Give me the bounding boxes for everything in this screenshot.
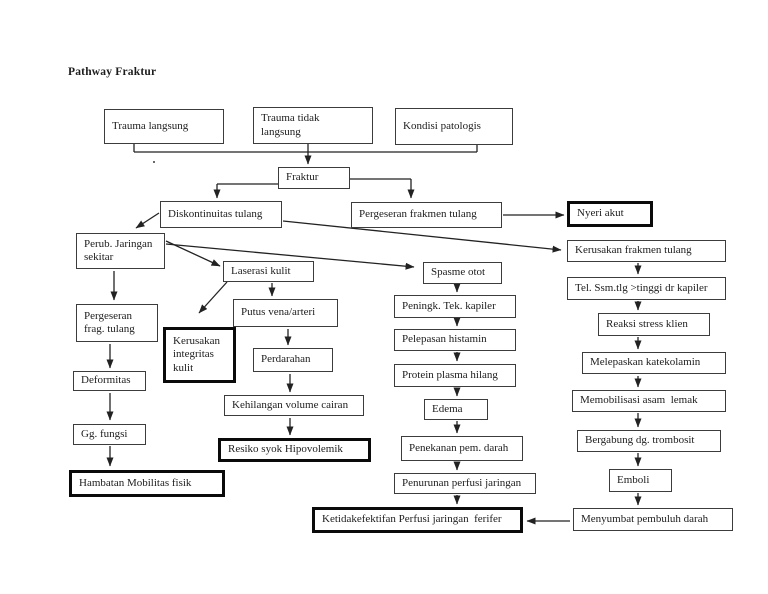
node-putus-vena-arteri: Putus vena/arteri (233, 299, 338, 327)
node-perub-jaringan-sekitar: Perub. Jaringan sekitar (76, 233, 165, 269)
node-bergabung-dg-trombosit: Bergabung dg. trombosit (577, 430, 721, 452)
node-menyumbat-pembuluh-darah: Menyumbat pembuluh darah (573, 508, 733, 531)
edge-laserasi_kulit--kerusakan_integritas_kulit (198, 281, 228, 314)
node-ketidakefektifan-perfusi: Ketidakefektifan Perfusi jaringan ferife… (312, 507, 523, 533)
edge-diskontinuitas_tulang--kerusakan_frakmen_tulang (282, 220, 562, 253)
node-trauma-langsung: Trauma langsung (104, 109, 224, 144)
node-protein-plasma-hilang: Protein plasma hilang (394, 364, 516, 387)
edge-perub_jaringan_sekitar--spasme_otot (165, 243, 415, 270)
node-kondisi-patologis: Kondisi patologis (395, 108, 513, 145)
node-hambatan-mobilitas-fisik: Hambatan Mobilitas fisik (69, 470, 225, 497)
node-perdarahan: Perdarahan (253, 348, 333, 372)
node-fraktur: Fraktur (278, 167, 350, 189)
node-laserasi-kulit: Laserasi kulit (223, 261, 314, 282)
node-deformitas: Deformitas (73, 371, 146, 391)
node-resiko-syok-hipovolemik: Resiko syok Hipovolemik (218, 438, 371, 462)
node-tel-ssm-tlg: Tel. Ssm.tlg >tinggi dr kapiler (567, 277, 726, 300)
node-memobilisasi-asam-lemak: Memobilisasi asam lemak (572, 390, 726, 412)
node-diskontinuitas-tulang: Diskontinuitas tulang (160, 201, 282, 228)
node-trauma-tidak-langsung: Trauma tidak langsung (253, 107, 373, 144)
node-kerusakan-integritas-kulit: Kerusakan integritas kulit (163, 327, 236, 383)
page-title: Pathway Fraktur (68, 66, 157, 78)
node-kehilangan-volume-cairan: Kehilangan volume cairan (224, 395, 364, 416)
node-nyeri-akut: Nyeri akut (567, 201, 653, 227)
node-pelepasan-histamin: Pelepasan histamin (394, 329, 516, 351)
node-pergeseran-frakmen-tulang: Pergeseran frakmen tulang (351, 202, 502, 228)
edge-diskontinuitas_tulang--perub_jaringan_sekitar (135, 212, 160, 229)
node-edema: Edema (424, 399, 488, 420)
node-emboli: Emboli (609, 469, 672, 492)
node-kerusakan-frakmen-tulang: Kerusakan frakmen tulang (567, 240, 726, 262)
node-pergeseran-frag-tulang: Pergeseran frag. tulang (76, 304, 158, 342)
node-spasme-otot: Spasme otot (423, 262, 502, 284)
node-reaksi-stress-klien: Reaksi stress klien (598, 313, 710, 336)
node-penurunan-perfusi-jaringan: Penurunan perfusi jaringan (394, 473, 536, 494)
node-melepaskan-katekolamin: Melepaskan katekolamin (582, 352, 726, 374)
node-penekanan-pem-darah: Penekanan pem. darah (401, 436, 523, 461)
node-peningk-tek-kapiler: Peningk. Tek. kapiler (394, 295, 516, 318)
node-gg-fungsi: Gg. fungsi (73, 424, 146, 445)
ink-speck (153, 161, 155, 163)
